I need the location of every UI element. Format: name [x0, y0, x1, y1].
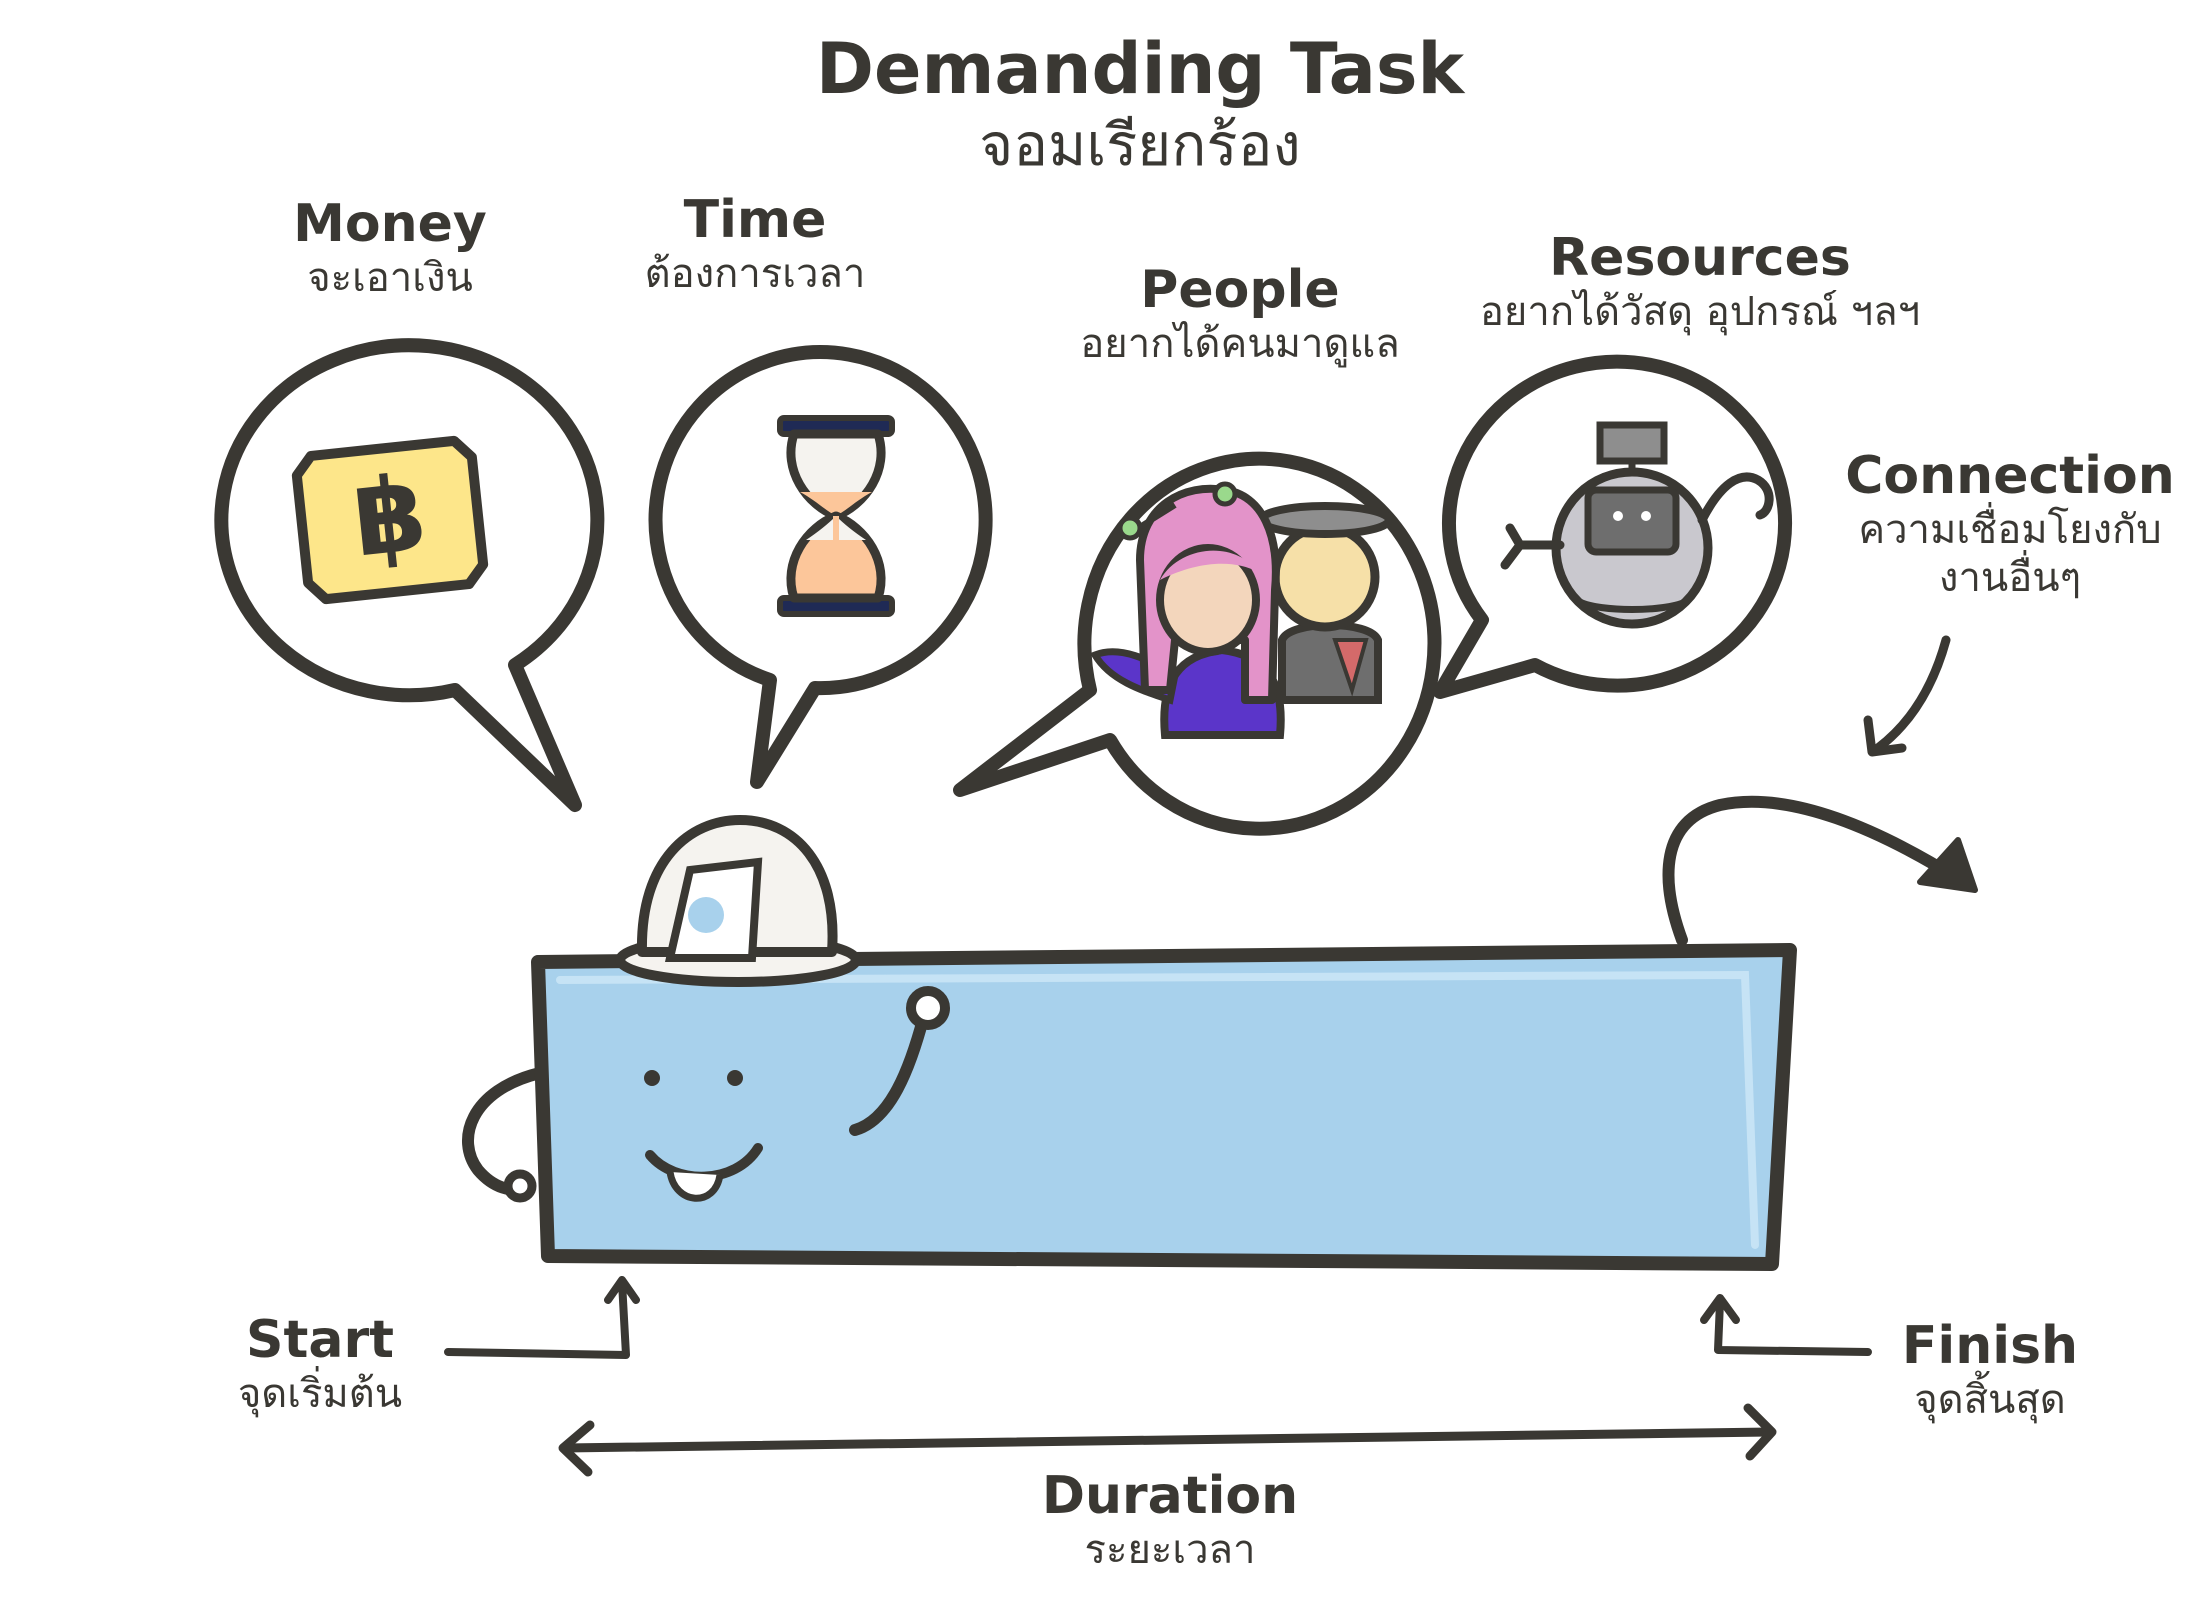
duration-label-th: ระยะเวลา	[1084, 1527, 1256, 1574]
time-label-en: Time	[683, 190, 827, 250]
finish-arrow	[1714, 1298, 1872, 1356]
connection-label-th1: ความเชื่อมโยงกับ	[1858, 507, 2162, 554]
title-th: จอมเรียกร้อง	[979, 110, 1301, 179]
connection-arrowhead	[1917, 837, 1978, 893]
connection-output-arrow	[1662, 795, 1966, 946]
people-label-en: People	[1140, 260, 1340, 320]
title-en: Demanding Task	[815, 28, 1465, 110]
robot-icon	[1500, 421, 1774, 629]
resources-label-th: อยากได้วัสดุ อุปกรณ์ ฯลฯ	[1479, 289, 1921, 336]
connection-label-th2: งานอื่นๆ	[1938, 554, 2082, 601]
connection-label-en: Connection	[1845, 446, 2175, 506]
baht-symbol: ฿	[347, 452, 432, 581]
finish-label-en: Finish	[1901, 1316, 2079, 1376]
money-label: Money จะเอาเงิน	[230, 194, 550, 303]
finish-label: Finish จุดสิ้นสุด	[1860, 1316, 2120, 1425]
start-label-en: Start	[246, 1310, 394, 1370]
diagram-title: Demanding Task จอมเรียกร้อง	[700, 28, 1580, 179]
resources-label: Resources อยากได้วัสดุ อุปกรณ์ ฯลฯ	[1440, 228, 1960, 337]
money-label-en: Money	[293, 194, 487, 254]
people-label-th: อยากได้คนมาดูแล	[1080, 321, 1400, 368]
start-arrow	[444, 1278, 630, 1359]
baht-coin-icon: ฿	[291, 435, 489, 605]
task-bar-character	[462, 815, 1797, 1271]
time-label: Time ต้องการเวลา	[590, 190, 920, 299]
money-label-th: จะเอาเงิน	[307, 255, 473, 302]
time-label-th: ต้องการเวลา	[644, 251, 866, 298]
connection-pointer-arrow	[1873, 635, 1951, 753]
people-label: People อยากได้คนมาดูแล	[1040, 260, 1440, 369]
duration-label: Duration ระยะเวลา	[1000, 1466, 1340, 1575]
people-icon	[1089, 481, 1393, 739]
duration-label-en: Duration	[1041, 1466, 1299, 1526]
hourglass-icon	[777, 415, 895, 617]
duration-arrow	[560, 1427, 1775, 1453]
start-label-th: จุดเริ่มต้น	[237, 1371, 403, 1418]
finish-label-th: จุดสิ้นสุด	[1914, 1377, 2066, 1424]
connection-label: Connection ความเชื่อมโยงกับ งานอื่นๆ	[1830, 446, 2190, 602]
resources-label-en: Resources	[1549, 228, 1851, 288]
start-label: Start จุดเริ่มต้น	[190, 1310, 450, 1419]
